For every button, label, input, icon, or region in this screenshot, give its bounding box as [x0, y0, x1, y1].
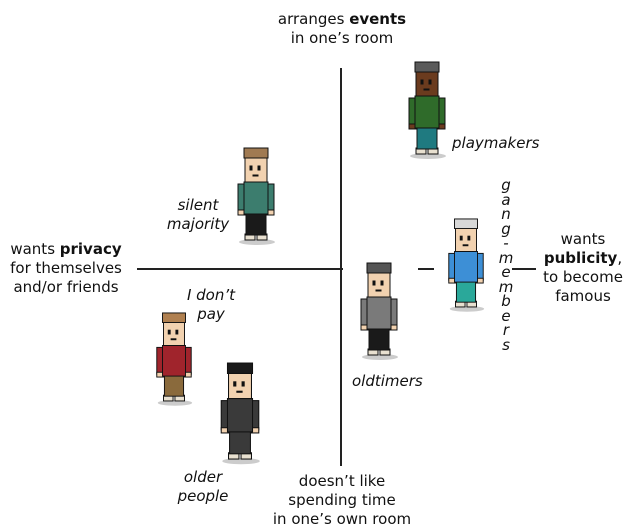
non-paying-avatar — [156, 312, 193, 406]
older-people-label: older people — [177, 468, 229, 505]
horizontal-axis-right — [512, 268, 536, 270]
playmaker-avatar — [408, 61, 446, 159]
silent-majority-avatar — [237, 147, 275, 245]
hair — [414, 61, 440, 73]
eye — [257, 165, 261, 171]
eye — [467, 235, 471, 241]
left-axis-label: wants privacy for themselves and/or frie… — [10, 240, 122, 296]
hair — [366, 262, 392, 274]
gang-members-letter: - — [503, 234, 509, 252]
torso — [454, 251, 478, 283]
eye — [420, 79, 424, 85]
gang-members-letter: m — [498, 248, 514, 267]
mouth — [462, 244, 469, 247]
mouth — [423, 88, 430, 91]
eye — [175, 329, 179, 335]
i-dont-pay-label: I don’t pay — [186, 286, 236, 323]
gang-members-letter: n — [501, 205, 511, 223]
hair — [243, 147, 269, 159]
mouth — [236, 390, 243, 393]
gang-members-letter: g — [501, 219, 511, 238]
gang-members-letter: a — [501, 190, 511, 209]
hair — [454, 218, 478, 230]
eye — [233, 381, 237, 387]
bottom-axis-label: doesn’t like spending time in one’s own … — [272, 472, 412, 528]
eye — [428, 79, 432, 85]
eye — [249, 165, 253, 171]
gang-members-letter: e — [501, 306, 511, 325]
mouth — [170, 338, 177, 341]
torso — [414, 95, 440, 129]
gang-members-letter: e — [501, 263, 511, 281]
horizontal-axis-mid — [418, 268, 434, 270]
gang-members-letter: m — [498, 277, 514, 296]
mouth — [252, 174, 259, 177]
gang-members-letter: b — [501, 292, 511, 310]
gang-members-letter: s — [502, 335, 510, 354]
older-person-avatar — [220, 362, 260, 465]
eye — [372, 280, 376, 286]
gang-members-letter: r — [502, 321, 510, 339]
eye — [241, 381, 245, 387]
gang-member-avatar — [448, 218, 485, 312]
horizontal-axis-left — [137, 268, 343, 270]
hair — [162, 312, 186, 323]
eye — [459, 235, 463, 241]
right-axis-label: wants publicity, to become famous — [543, 230, 623, 305]
torso — [366, 296, 392, 330]
eye — [167, 329, 171, 335]
torso — [162, 344, 186, 377]
top-axis-label: arranges events in one’s room — [277, 10, 407, 47]
silent-majority-label: silent majority — [166, 196, 230, 233]
vertical-axis — [340, 68, 342, 466]
playmakers-label: playmakers — [452, 134, 540, 152]
mouth — [375, 289, 382, 292]
torso — [243, 181, 269, 215]
oldtimers-label: oldtimers — [352, 372, 423, 390]
oldtimer-avatar — [360, 262, 398, 360]
eye — [380, 280, 384, 286]
gang-members-letter: g — [501, 176, 511, 194]
torso — [226, 398, 254, 433]
hair — [226, 362, 254, 375]
